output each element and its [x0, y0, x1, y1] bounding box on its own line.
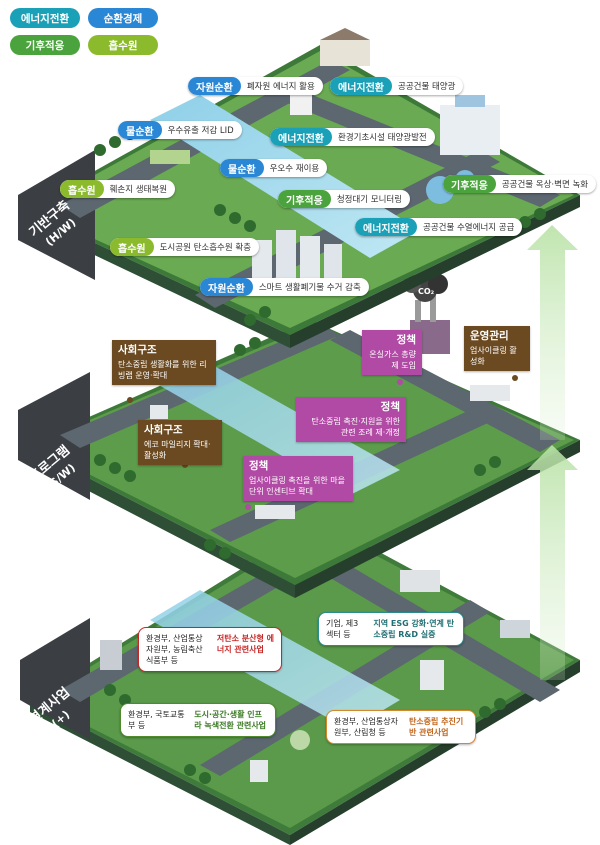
hw-tag-eco-restore: 흡수원 훼손지 생태복원	[60, 180, 176, 198]
legend-climate-adaptation: 기후적응	[10, 35, 80, 55]
sw-box-text: 업사이클링 촉진을 위한 마을단위 인센티브 확대	[249, 476, 345, 496]
hw-tag-waste-energy: 자원순환 폐자원 에너지 활용	[188, 77, 323, 95]
hw-tag-category: 에너지전환	[270, 128, 332, 146]
layer-linkage	[20, 520, 580, 845]
upward-arrows	[527, 225, 578, 680]
link-box-program: 도시·공간·생활 인프라 녹색전환 관련사업	[194, 710, 267, 730]
hw-tag-category: 자원순환	[188, 77, 241, 95]
sw-box-title: 사회구조	[144, 424, 183, 436]
sw-box-eco-mileage: 사회구조 에코 마일리지 확대·활성화	[138, 420, 222, 465]
hw-tag-text: 환경기초시설 태양광발전	[338, 133, 427, 143]
hw-tag-text: 공공건물 수열에너지 공급	[423, 223, 515, 233]
link-box-distributed-energy: 환경부, 산업통상자원부, 농림축산식품부 등 저탄소 분산형 에너지 관련사업	[138, 627, 282, 672]
sw-box-text: 탄소중립 생활화를 위한 리빙랩 운영·확대	[118, 360, 207, 380]
link-box-program: 지역 ESG 강화·연계 탄소중립 R&D 실증	[373, 619, 455, 639]
hw-tag-text: 공공건물 옥상·벽면 녹화	[501, 180, 589, 190]
hw-tag-category: 에너지전환	[355, 218, 417, 236]
hw-tag-category: 물순환	[118, 121, 162, 139]
sw-box-upcycling-ops: 운영관리 업사이클링 활성화	[464, 326, 530, 371]
hw-tag-water-reuse: 물순환 우오수 재이용	[220, 159, 328, 177]
legend-circular-economy: 순환경제	[88, 8, 158, 28]
sw-box-title: 사회구조	[118, 344, 157, 356]
hw-tag-text: 우오수 재이용	[269, 164, 320, 174]
link-box-carbon-base: 환경부, 산업통상자원부, 산림청 등 탄소중립 추진기반 관련사업	[326, 710, 476, 744]
sw-box-incentive: 정책 업사이클링 촉진을 위한 마을단위 인센티브 확대	[243, 456, 353, 501]
hw-tag-text: 도시공원 탄소흡수원 확충	[159, 243, 252, 253]
hw-tag-category: 자원순환	[200, 278, 253, 296]
hw-tag-smart-waste: 자원순환 스마트 생활폐기물 수거 감축	[200, 278, 369, 296]
hw-tag-lid: 물순환 우수유출 저감 LID	[118, 121, 242, 139]
hw-tag-hydrothermal: 에너지전환 공공건물 수열에너지 공급	[355, 218, 523, 236]
hw-tag-text: 우수유출 저감 LID	[167, 126, 234, 136]
hw-tag-text: 폐자원 에너지 활용	[246, 82, 315, 92]
link-box-agencies: 환경부, 산업통상자원부, 농림축산식품부 등	[146, 634, 203, 665]
sw-box-title: 정책	[249, 460, 269, 472]
hw-tag-env-solar: 에너지전환 환경기초시설 태양광발전	[270, 128, 435, 146]
hw-tag-urban-park: 흡수원 도시공원 탄소흡수원 확충	[110, 238, 260, 256]
hw-tag-category: 흡수원	[110, 238, 154, 256]
hw-tag-text: 청정대기 모니터링	[336, 195, 403, 205]
hw-tag-category: 기후적응	[443, 175, 496, 193]
layer-program	[18, 274, 580, 598]
link-box-agencies: 환경부, 국토교통부 등	[128, 710, 185, 730]
hw-tag-roof-green: 기후적응 공공건물 옥상·벽면 녹화	[443, 175, 597, 193]
link-box-agencies: 환경부, 산업통상자원부, 산림청 등	[334, 717, 398, 737]
hw-tag-category: 물순환	[220, 159, 264, 177]
sw-box-living-lab: 사회구조 탄소중립 생활화를 위한 리빙랩 운영·확대	[112, 340, 216, 385]
link-box-esg-rnd: 기업, 제3섹터 등 지역 ESG 강화·연계 탄소중립 R&D 실증	[318, 612, 464, 646]
link-box-program: 탄소중립 추진기반 관련사업	[408, 717, 464, 737]
link-box-green-infra: 환경부, 국토교통부 등 도시·공간·생활 인프라 녹색전환 관련사업	[120, 703, 276, 737]
sw-box-title: 정책	[396, 334, 416, 346]
sw-box-ordinance: 정책 탄소중립 촉진·지원을 위한 관련 조례 제·개정	[296, 397, 406, 442]
layer-infrastructure	[18, 28, 580, 348]
sw-box-text: 업사이클링 활성화	[470, 346, 517, 366]
link-box-program: 저탄소 분산형 에너지 관련사업	[216, 634, 274, 654]
legend-energy-transition: 에너지전환	[10, 8, 80, 28]
sw-box-text: 탄소중립 촉진·지원을 위한 관련 조례 제·개정	[311, 417, 400, 437]
hw-tag-text: 훼손지 생태복원	[109, 185, 168, 195]
sw-box-title: 정책	[380, 401, 400, 413]
sw-box-text: 에코 마일리지 확대·활성화	[144, 440, 211, 460]
sw-box-ghg-cap: 정책 온실가스 총량제 도입	[362, 330, 422, 375]
hw-tag-text: 공공건물 태양광	[398, 82, 456, 92]
hw-tag-text: 스마트 생활폐기물 수거 감축	[258, 283, 361, 293]
hw-tag-public-solar: 에너지전환 공공건물 태양광	[330, 77, 464, 95]
legend-carbon-sink: 흡수원	[88, 35, 158, 55]
hw-tag-category: 에너지전환	[330, 77, 392, 95]
link-box-agencies: 기업, 제3섹터 등	[326, 619, 359, 639]
hw-tag-category: 흡수원	[60, 180, 104, 198]
hw-tag-air-monitor: 기후적응 청정대기 모니터링	[278, 190, 411, 208]
hw-tag-category: 기후적응	[278, 190, 331, 208]
sw-box-title: 운영관리	[470, 330, 509, 342]
sw-box-text: 온실가스 총량제 도입	[369, 350, 416, 370]
co2-label: CO₂	[418, 287, 435, 296]
